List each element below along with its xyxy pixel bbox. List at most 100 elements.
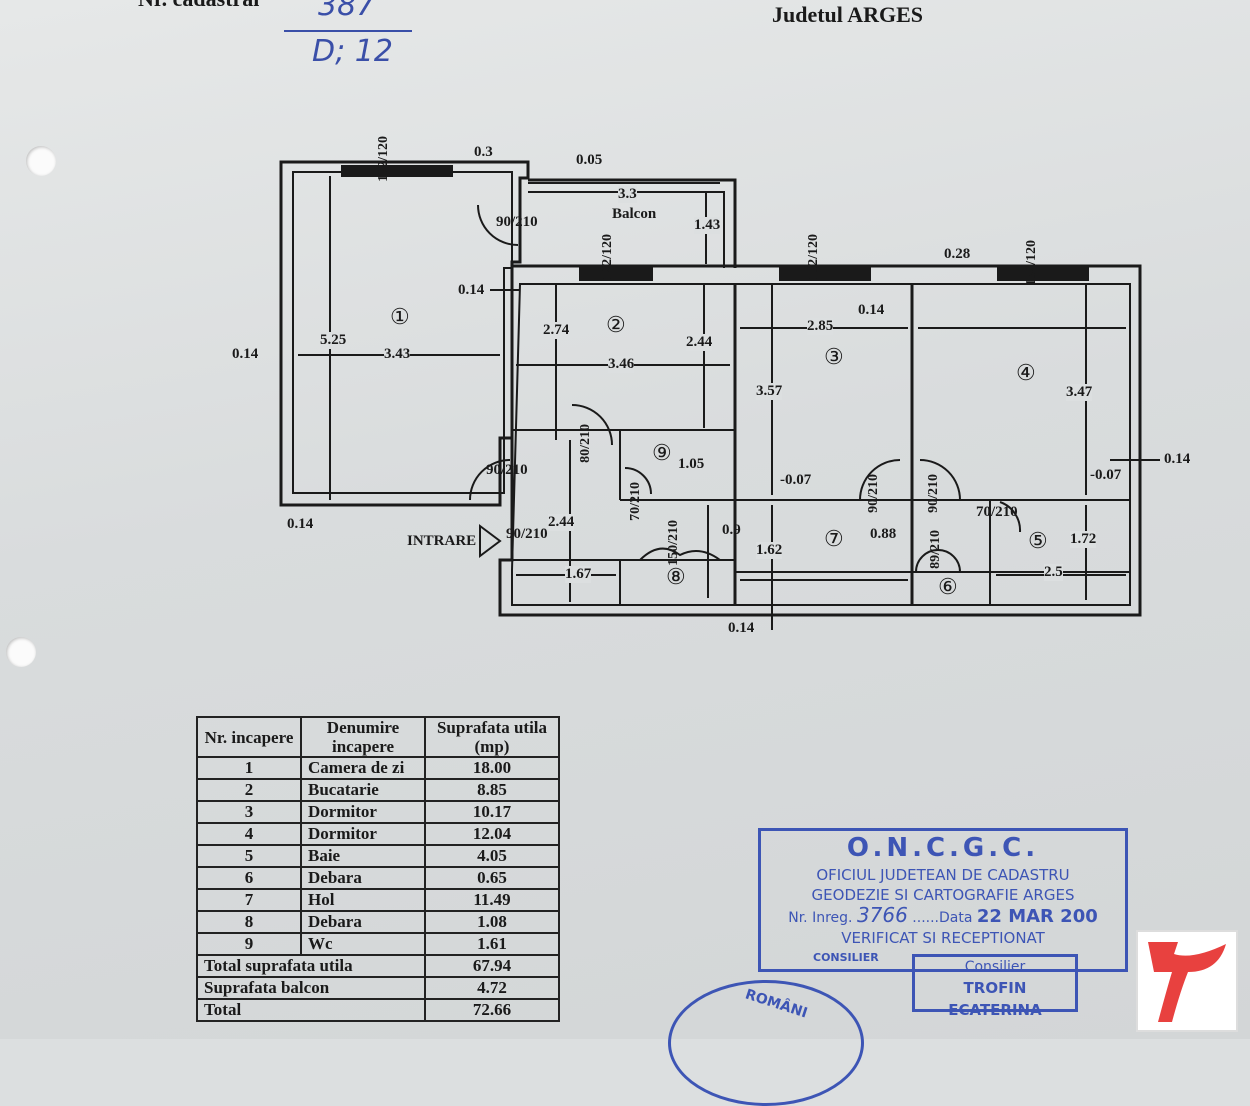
column-header: Denumire incapere: [300, 716, 426, 758]
stamp-department: GEODEZIE SI CARTOGRAFIE ARGES: [811, 886, 1075, 904]
door-label: 150/210: [666, 520, 681, 566]
handwritten-number: 387: [318, 0, 376, 23]
dimension-label: 2.44: [686, 334, 713, 351]
room-number: ②: [606, 312, 626, 337]
consilier-title: Consilier: [964, 959, 1026, 975]
door-label: 70/210: [976, 504, 1018, 520]
dimension-label: 0.14: [858, 302, 885, 318]
fraction-line: [284, 30, 412, 32]
door-label: 90/210: [506, 526, 548, 542]
dimension-label: 5.25: [320, 332, 347, 349]
dimension-label: 1.72: [1070, 531, 1097, 548]
reg-label: Nr. Inreg.: [788, 910, 853, 926]
county-title: Judetul ARGES: [772, 2, 923, 27]
bird-logo-icon: [1148, 942, 1226, 1022]
room-number: ⑨: [652, 440, 672, 465]
dimension-label: -0.07: [780, 472, 812, 488]
dimension-label: 0.28: [944, 246, 971, 262]
dimension-label: 0.05: [576, 152, 603, 168]
dimension-label: 0.14: [458, 282, 485, 298]
window-label: 122/120: [600, 234, 615, 280]
door-label: 90/210: [926, 474, 941, 513]
dimension-label: 2.44: [548, 514, 575, 531]
cell-name: Bucatarie: [300, 778, 426, 802]
dimension-label: 3.46: [608, 356, 635, 373]
floor-plan: [279, 160, 1160, 630]
dimension-label: 0.14: [232, 346, 259, 362]
dimension-label: 0.3: [474, 144, 493, 160]
cell-area: 0.65: [424, 866, 560, 890]
dimension-label: 2.5: [1044, 564, 1063, 581]
window-label: 152/120: [1024, 240, 1039, 286]
cell-nr: 8: [196, 910, 302, 934]
cell-area: 10.17: [424, 800, 560, 824]
dimension-label: 3.43: [384, 346, 411, 363]
cell-area: 8.85: [424, 778, 560, 802]
stamp-verified: VERIFICAT SI RECEPTIONAT: [841, 929, 1045, 947]
cell-area: 18.00: [424, 756, 560, 780]
dimension-label: 2.74: [543, 322, 570, 339]
column-header: Suprafata utila (mp): [424, 716, 560, 758]
total-value: 67.94: [424, 954, 560, 978]
cell-name: Dormitor: [300, 822, 426, 846]
dimension-label: -0.07: [1090, 467, 1122, 483]
official-stamp: O.N.C.G.C. OFICIUL JUDETEAN DE CADASTRU …: [758, 828, 1128, 972]
dimension-label: 1.43: [694, 217, 721, 234]
punch-hole: [6, 637, 36, 667]
dimension-label: 0.9: [722, 522, 741, 538]
room-number: ⑤: [1028, 528, 1048, 553]
handwritten-apartment: D; 12: [312, 34, 393, 69]
cell-name: Wc: [300, 932, 426, 956]
cell-name: Dormitor: [300, 800, 426, 824]
dimension-label: 2.85: [807, 318, 834, 335]
window-label: 182/120: [376, 136, 391, 182]
punch-hole: [26, 146, 56, 176]
cell-area: 11.49: [424, 888, 560, 912]
door-label: 90/210: [486, 462, 528, 478]
stamp-registration: Nr. Inreg. 3766 ......Data 22 MAR 200: [788, 903, 1098, 927]
dimension-label: 0.88: [870, 526, 897, 542]
table-header-row: Nr. incapere Denumire incapere Suprafata…: [196, 716, 560, 758]
total-label: Total: [196, 998, 426, 1022]
total-value: 4.72: [424, 976, 560, 1000]
dimension-label: 3.3: [618, 186, 637, 203]
dimension-label: 1.67: [565, 566, 592, 583]
cadastral-label: Nr. cadastral: [138, 0, 259, 12]
cell-name: Debara: [300, 866, 426, 890]
door-label: 90/210: [866, 474, 881, 513]
entrance-label: INTRARE: [407, 533, 477, 549]
rooms-table: Nr. incapere Denumire incapere Suprafata…: [196, 716, 560, 1022]
cell-nr: 2: [196, 778, 302, 802]
cell-nr: 6: [196, 866, 302, 890]
total-value: 72.66: [424, 998, 560, 1022]
dimension-label: 0.14: [1164, 451, 1191, 467]
cell-nr: 9: [196, 932, 302, 956]
dimension-label: 0.14: [287, 516, 314, 532]
total-label: Suprafata balcon: [196, 976, 426, 1000]
cell-nr: 7: [196, 888, 302, 912]
cell-area: 1.61: [424, 932, 560, 956]
cell-area: 12.04: [424, 822, 560, 846]
total-label: Total suprafata utila: [196, 954, 426, 978]
room-number: ①: [390, 304, 410, 329]
cell-name: Debara: [300, 910, 426, 934]
cell-area: 4.05: [424, 844, 560, 868]
dimension-label: 1.62: [756, 542, 783, 559]
door-label: 70/210: [628, 482, 643, 521]
cell-nr: 4: [196, 822, 302, 846]
cell-area: 1.08: [424, 910, 560, 934]
room-number: ⑥: [938, 574, 958, 599]
consilier-name: TROFIN ECATERINA: [948, 979, 1042, 1019]
cell-nr: 5: [196, 844, 302, 868]
room-number: ③: [824, 344, 844, 369]
dimension-label: 0.14: [728, 620, 755, 636]
